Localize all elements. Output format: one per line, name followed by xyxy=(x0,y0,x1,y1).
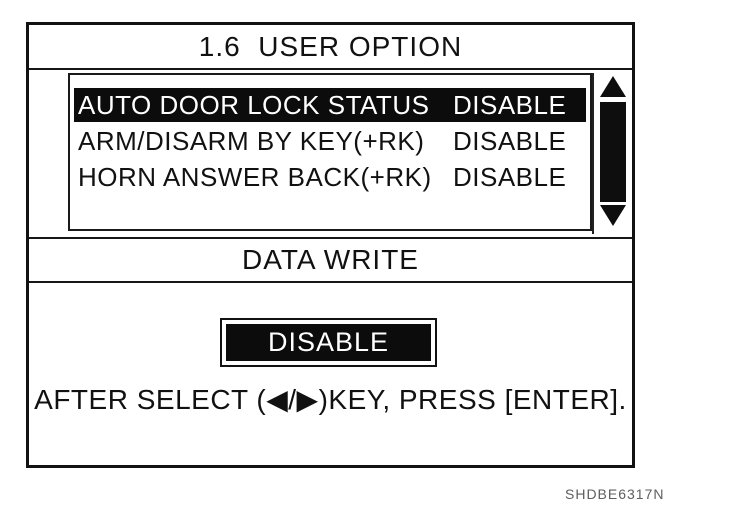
status-label: DATA WRITE xyxy=(242,244,419,275)
page-title: 1.6 USER OPTION xyxy=(198,30,463,62)
title-band: 1.6 USER OPTION xyxy=(29,25,632,70)
option-value: DISABLE xyxy=(453,89,567,120)
option-row-arm-disarm[interactable]: ARM/DISARM BY KEY(+RK) DISABLE xyxy=(74,124,586,158)
option-list: AUTO DOOR LOCK STATUS DISABLE ARM/DISARM… xyxy=(68,73,592,231)
option-value: DISABLE xyxy=(453,125,567,156)
value-selector-button[interactable]: DISABLE xyxy=(220,318,437,367)
option-label: HORN ANSWER BACK(+RK) xyxy=(78,161,432,192)
editor-section: DISABLE AFTER SELECT (◀/▶)KEY, PRESS [EN… xyxy=(29,283,632,465)
scroll-up-button[interactable] xyxy=(594,76,632,97)
option-row-horn-answer-back[interactable]: HORN ANSWER BACK(+RK) DISABLE xyxy=(74,160,586,194)
scroll-down-icon xyxy=(600,205,626,226)
status-band: DATA WRITE xyxy=(29,237,632,283)
scrollbar-thumb[interactable] xyxy=(600,102,626,202)
selected-value: DISABLE xyxy=(226,324,431,361)
figure-code: SHDBE6317N xyxy=(565,486,665,502)
instruction-text: AFTER SELECT (◀/▶)KEY, PRESS [ENTER]. xyxy=(34,384,627,415)
option-row-auto-door-lock[interactable]: AUTO DOOR LOCK STATUS DISABLE xyxy=(74,88,586,122)
scan-tool-screen: 1.6 USER OPTION AUTO DOOR LOCK STATUS DI… xyxy=(26,22,635,468)
scroll-up-icon xyxy=(600,76,626,97)
option-label: ARM/DISARM BY KEY(+RK) xyxy=(78,125,425,156)
option-label: AUTO DOOR LOCK STATUS xyxy=(78,89,430,120)
scrollbar[interactable] xyxy=(592,73,632,234)
option-value: DISABLE xyxy=(453,161,567,192)
scroll-down-button[interactable] xyxy=(594,205,632,226)
option-list-section: AUTO DOOR LOCK STATUS DISABLE ARM/DISARM… xyxy=(29,70,632,237)
